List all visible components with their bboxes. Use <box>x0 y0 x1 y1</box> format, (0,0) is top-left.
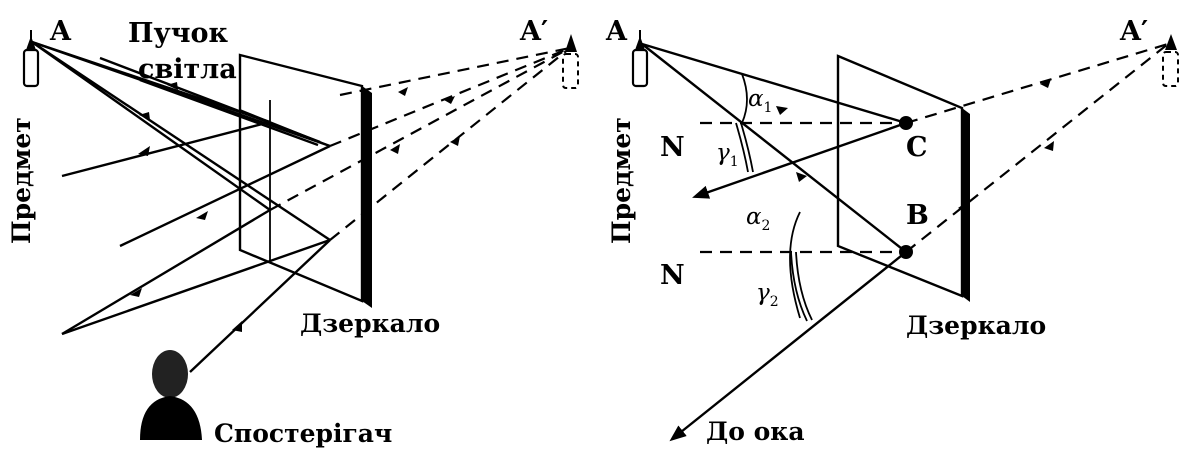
left-panel: A A′ Пучок світла Предмет Дзеркало Спост… <box>7 16 579 448</box>
right-mirror-label: Дзеркало <box>906 311 1046 340</box>
left-object-label: Предмет <box>7 117 36 244</box>
right-virtual-candle-icon <box>1162 34 1179 87</box>
left-virtual-rays <box>269 46 571 241</box>
point-c-label: C <box>906 132 928 163</box>
right-point-a-label: A <box>605 16 628 47</box>
observer-label: Спостерігач <box>214 419 392 448</box>
beam-label-line2: світла <box>138 54 237 85</box>
gamma2-label: γ2 <box>756 280 779 310</box>
left-virtual-candle-icon <box>562 34 579 89</box>
observer-icon <box>140 350 202 440</box>
alpha1-label: α1 <box>748 86 772 116</box>
left-mirror <box>238 53 372 308</box>
incident-ray-b <box>641 43 907 253</box>
reflected-ray-b <box>669 251 907 442</box>
virtual-ray-c <box>905 42 1169 125</box>
right-object-label: Предмет <box>607 117 636 244</box>
left-point-a-image-label: A′ <box>519 16 548 47</box>
gamma1-arc <box>735 122 749 173</box>
alpha2-label: α2 <box>746 204 770 234</box>
right-candle-icon <box>631 30 649 88</box>
left-point-a-label: A <box>49 16 72 47</box>
beam-label-line1: Пучок <box>128 18 229 49</box>
left-candle-icon <box>22 30 40 88</box>
incident-ray-c <box>641 42 907 125</box>
alpha1-arc <box>741 73 748 124</box>
point-b-dot <box>899 245 913 259</box>
right-panel: A A′ Предмет N N C B α1 γ1 α2 γ2 Дзеркал… <box>605 16 1179 446</box>
virtual-ray-b <box>905 43 1169 253</box>
right-point-a-image-label: A′ <box>1119 16 1148 47</box>
normal-label-top: N <box>660 132 685 163</box>
reflected-ray-c <box>692 121 907 199</box>
point-b-label: B <box>906 200 929 231</box>
left-mirror-label: Дзеркало <box>300 309 440 338</box>
point-c-dot <box>899 116 913 130</box>
gamma1-label: γ1 <box>716 140 739 170</box>
left-rays <box>31 40 331 373</box>
alpha2-arc <box>789 211 801 319</box>
right-mirror <box>836 54 970 302</box>
normal-label-bottom: N <box>660 260 685 291</box>
eye-direction-label: До ока <box>706 417 805 446</box>
gamma2-arc <box>795 251 813 321</box>
